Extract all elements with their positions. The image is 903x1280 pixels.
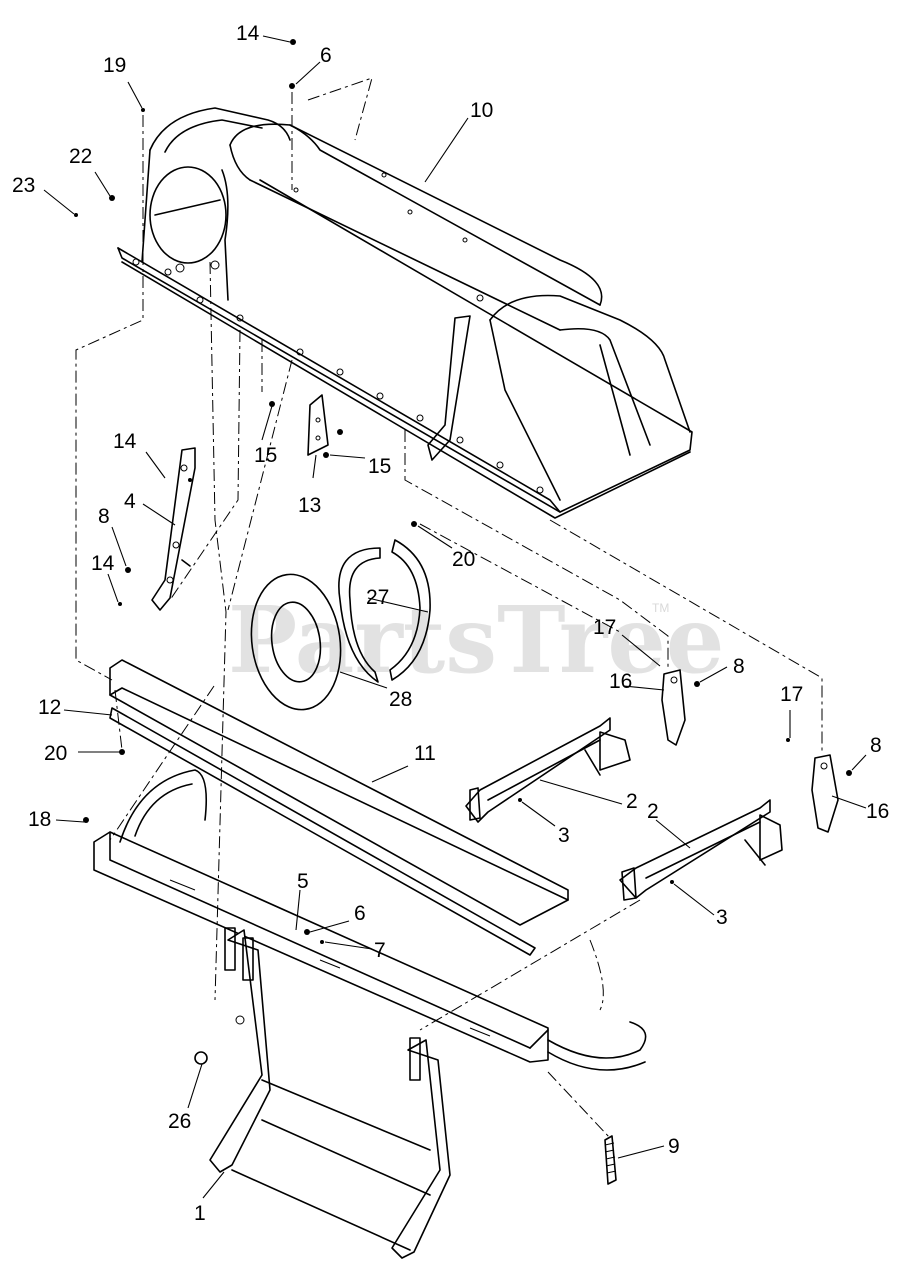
part-13-plate [307,394,329,456]
callout-17: 17 [780,683,803,706]
callout-leaders [43,35,867,1199]
callout-14: 14 [236,22,260,45]
callout-6: 6 [354,902,366,925]
callout-15: 15 [254,444,277,467]
callout-8: 8 [870,734,882,757]
hood-bolt-holes [132,172,544,494]
callout-10: 10 [470,99,493,122]
callout-26: 26 [168,1110,191,1133]
callout-14: 14 [91,552,115,575]
callout-11: 11 [414,742,436,765]
callout-16: 16 [866,800,889,823]
part-16-latch-upper [661,669,686,746]
callout-4: 4 [124,490,136,513]
callout-14: 14 [113,430,137,453]
main-frame-bar [93,769,647,1071]
callout-2: 2 [626,790,638,813]
callout-numbers: 14 6 19 10 22 23 14 15 15 4 13 8 20 14 2… [12,22,889,1225]
hardware-fasteners [74,39,852,1065]
part-4-bracket [151,447,196,611]
callout-1: 1 [194,1202,206,1225]
part-28-gasket [250,573,342,711]
callout-13: 13 [298,494,321,517]
part-2-mount-arm-left [465,717,631,823]
callout-28: 28 [389,688,412,711]
callout-19: 19 [103,54,126,77]
callout-16: 16 [609,670,632,693]
callout-7: 7 [374,939,386,962]
assembly-lines [75,77,823,1139]
callout-22: 22 [69,145,92,168]
callout-3: 3 [716,906,728,929]
callout-3: 3 [558,824,570,847]
part-9-spring [604,1135,617,1185]
callout-12: 12 [38,696,61,719]
callout-6: 6 [320,44,332,67]
callout-20: 20 [452,548,475,571]
part-1-lift-frame [209,927,451,1259]
watermark: PartsTree [228,586,724,694]
callout-9: 9 [668,1135,680,1158]
callout-27: 27 [366,586,389,609]
callout-15: 15 [368,455,391,478]
callout-2: 2 [647,800,659,823]
part-10-hood [117,107,693,519]
callout-17: 17 [593,616,616,639]
part-2-mount-arm-right [619,799,783,901]
callout-8: 8 [733,655,745,678]
part-11-long-plate [109,659,569,926]
callout-20: 20 [44,742,67,765]
part-27-retainer-rings [338,539,431,683]
watermark-tm: TM [652,601,669,615]
callout-23: 23 [12,174,35,197]
callout-5: 5 [297,870,309,893]
part-16-latch-lower [811,754,839,833]
callout-18: 18 [28,808,51,831]
callout-8: 8 [98,505,110,528]
